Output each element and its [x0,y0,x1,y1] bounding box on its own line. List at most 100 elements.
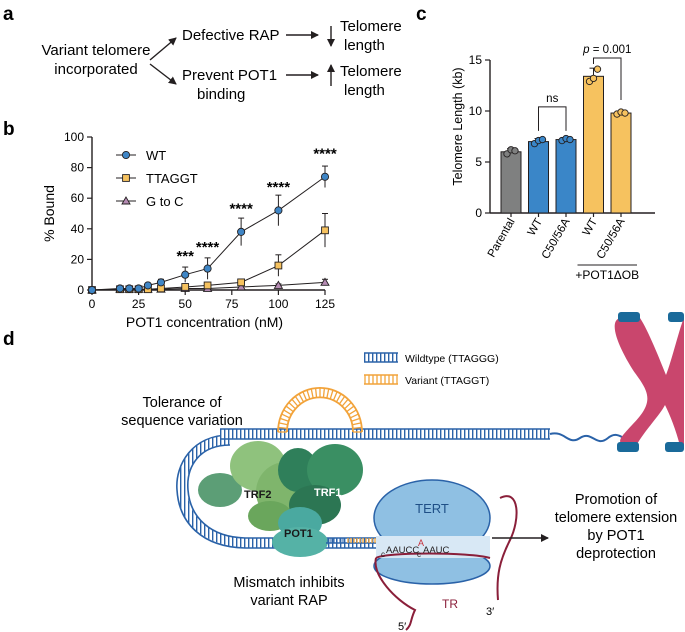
c-bar [583,75,604,214]
b-point-gtoc [236,282,246,291]
promotion-label-line3: by POT1 [587,528,644,544]
panel-d: d Wildtype (TTAGGG) Variant (TTAGGT) Tol… [3,312,684,632]
c-bar [610,112,632,214]
pot1-protein: POT1 [272,507,328,557]
legend-variant-swatch [364,374,398,385]
promotion-label-line4: deprotection [576,546,656,562]
template-aaucc: AAUCC [386,545,419,556]
panel-a: a Variant telomere incorporated Defectiv… [3,4,402,103]
variant-arch-rung [302,391,308,401]
trf2-label: TRF2 [244,489,272,501]
tr-rna [374,495,518,631]
variant-arch-rung [278,422,288,426]
tr-label: TR [442,597,458,611]
legend-wildtype-label: Wildtype (TTAGGG) [405,353,499,365]
variant-overhang [326,538,378,544]
c-comparison-bracket-p [593,57,622,100]
b-point-ttaggt [181,283,190,291]
c-y-tick-label: 5 [475,155,482,169]
telomere-loop-outline-inner [187,444,380,539]
panel-a-defective-rap: Defective RAP [182,27,280,44]
variant-arch-rung [294,395,302,405]
c-group-label: +POT1ΔOB [575,268,639,282]
five-prime-label: 5′ [398,621,406,632]
panel-a-bottom-result-line1: Telomere [340,63,402,80]
variant-arch-rung [310,388,314,399]
panel-a-top-result-line1: Telomere [340,18,402,35]
b-x-tick-label: 0 [89,297,96,311]
promotion-label-line2: telomere extension [555,510,678,526]
panel-a-bottom-result-line2: length [344,82,385,99]
promotion-label-line1: Promotion of [575,492,658,508]
b-legend-label: G to C [146,194,184,209]
panel-a-source-line2: incorporated [54,61,137,78]
c-replicate-point [589,74,598,83]
pot1-label: POT1 [284,528,313,540]
variant-arch-rung [279,417,289,422]
c-p-value: = 0.001 [590,44,632,56]
b-point-ttaggt [203,281,212,290]
b-legend-marker [121,196,131,205]
c-replicate-point [593,65,602,73]
telomere-loop-dna [176,435,380,548]
variant-arch-rung [351,417,361,422]
three-prime-label: 3′ [486,606,494,618]
variant-arch-inner-strand [286,396,354,433]
b-point-wt [87,285,97,295]
b-significance-label: **** [229,201,253,218]
c-y-tick-label: 0 [475,206,482,220]
b-y-axis-label: % Bound [41,185,57,242]
b-point-wt [156,278,166,287]
b-point-ttaggt [237,278,245,287]
c-replicate-point [538,135,547,144]
legend-wildtype-swatch [364,353,398,362]
tert-label: TERT [415,501,449,516]
variant-arch-rung [306,389,311,400]
template-c1: c [381,550,385,559]
c-bar [528,141,549,214]
panel-a-top-result-line2: length [344,37,385,54]
c-replicate-point [566,135,574,144]
variant-arch-rung [283,409,292,416]
variant-arch-rung [349,413,359,419]
template-aauc: AAUC [423,545,450,556]
panel-a-prevent-pot1-line2: binding [197,86,245,103]
variant-arch-rung [326,388,330,399]
b-x-tick-label: 75 [225,297,239,311]
b-point-wt [320,172,330,181]
variant-arch-rung [281,413,291,419]
b-x-axis-label: POT1 concentration (nM) [126,314,283,330]
variant-arch-rung [332,391,338,401]
legend-variant-label: Variant (TTAGGT) [405,375,489,387]
b-y-tick-label: 60 [71,191,85,205]
panel-letter-a: a [3,4,14,25]
panel-a-prevent-pot1-line1: Prevent POT1 [182,67,277,84]
b-point-wt [181,270,190,279]
mismatch-label-line1: Mismatch inhibits [233,575,344,591]
b-x-tick-label: 125 [315,297,335,311]
b-x-tick-label: 50 [179,297,193,311]
variant-arch-rung [335,393,342,403]
c-category-label: WT [526,217,545,238]
b-point-wt [237,227,246,236]
b-point-wt [143,281,152,290]
template-mismatch: A [418,538,424,548]
template-c2: c [417,550,421,559]
tert-channel [376,536,490,558]
b-point-wt [125,284,134,293]
telomere-loop-outline-outer [176,434,380,549]
b-point-ttaggt [274,261,283,270]
c-category-label: WT [581,217,600,238]
variant-arch-rung [344,402,352,410]
b-legend-label: WT [146,148,166,163]
panel-letter-d: d [3,329,15,350]
variant-arch-rung [291,398,299,407]
b-significance-label: **** [267,179,291,196]
b-point-wt [134,284,143,293]
panel-a-branch-top [149,37,177,61]
c-bar [555,139,577,214]
c-comparison-label-ns: ns [546,93,558,105]
b-significance-label: *** [176,248,194,265]
